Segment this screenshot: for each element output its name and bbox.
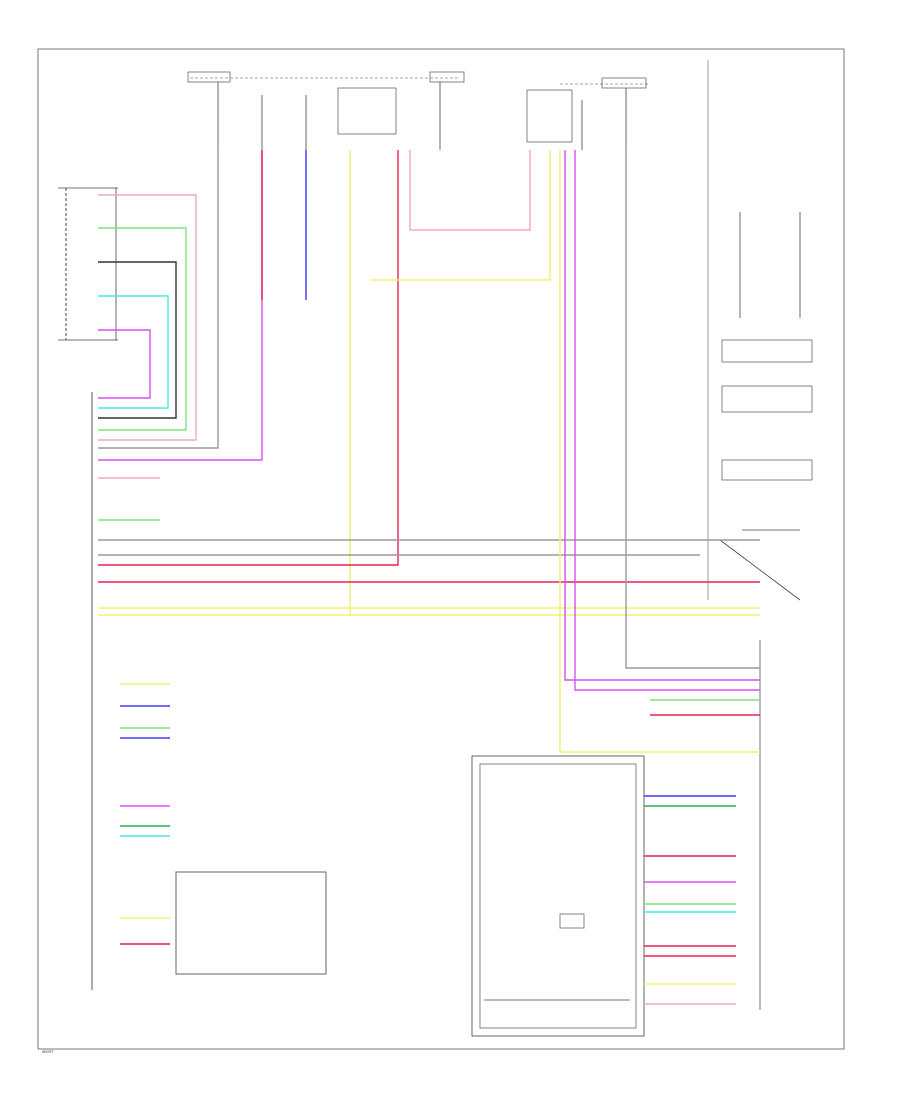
wire-pink-0 <box>98 194 197 441</box>
diagram-border <box>37 48 845 1050</box>
wire-black-2 <box>98 261 177 419</box>
wire-violet-4 <box>98 329 151 399</box>
wire-grey-18 <box>625 150 760 669</box>
wire-violet-19 <box>564 150 760 681</box>
wire-yellow-14 <box>370 150 551 281</box>
right-switch-column <box>707 60 813 601</box>
wire-violet-6 <box>98 150 263 461</box>
module-box-top <box>526 89 573 143</box>
left-switch-assembly <box>58 187 118 341</box>
fuse-block-3 <box>601 77 647 89</box>
wire-group <box>98 150 760 1005</box>
fuse-block-1 <box>187 71 231 83</box>
wire-lightgreen-1 <box>98 227 187 431</box>
wire-yellow-9 <box>98 150 351 616</box>
fuse-block-2 <box>429 71 465 83</box>
wire-violet-20 <box>574 150 760 691</box>
wire-yellow-23 <box>559 150 760 753</box>
page-id: WSSFT <box>42 1050 55 1054</box>
wire-cyan-3 <box>98 295 169 409</box>
relay-box <box>337 87 397 135</box>
wire-red-11 <box>98 150 399 566</box>
top-power-section <box>187 71 650 150</box>
wire-grey-5 <box>98 150 219 449</box>
right-lower-module <box>471 755 645 1037</box>
wire-pink-13 <box>409 150 531 231</box>
left-lower-module <box>175 871 327 975</box>
